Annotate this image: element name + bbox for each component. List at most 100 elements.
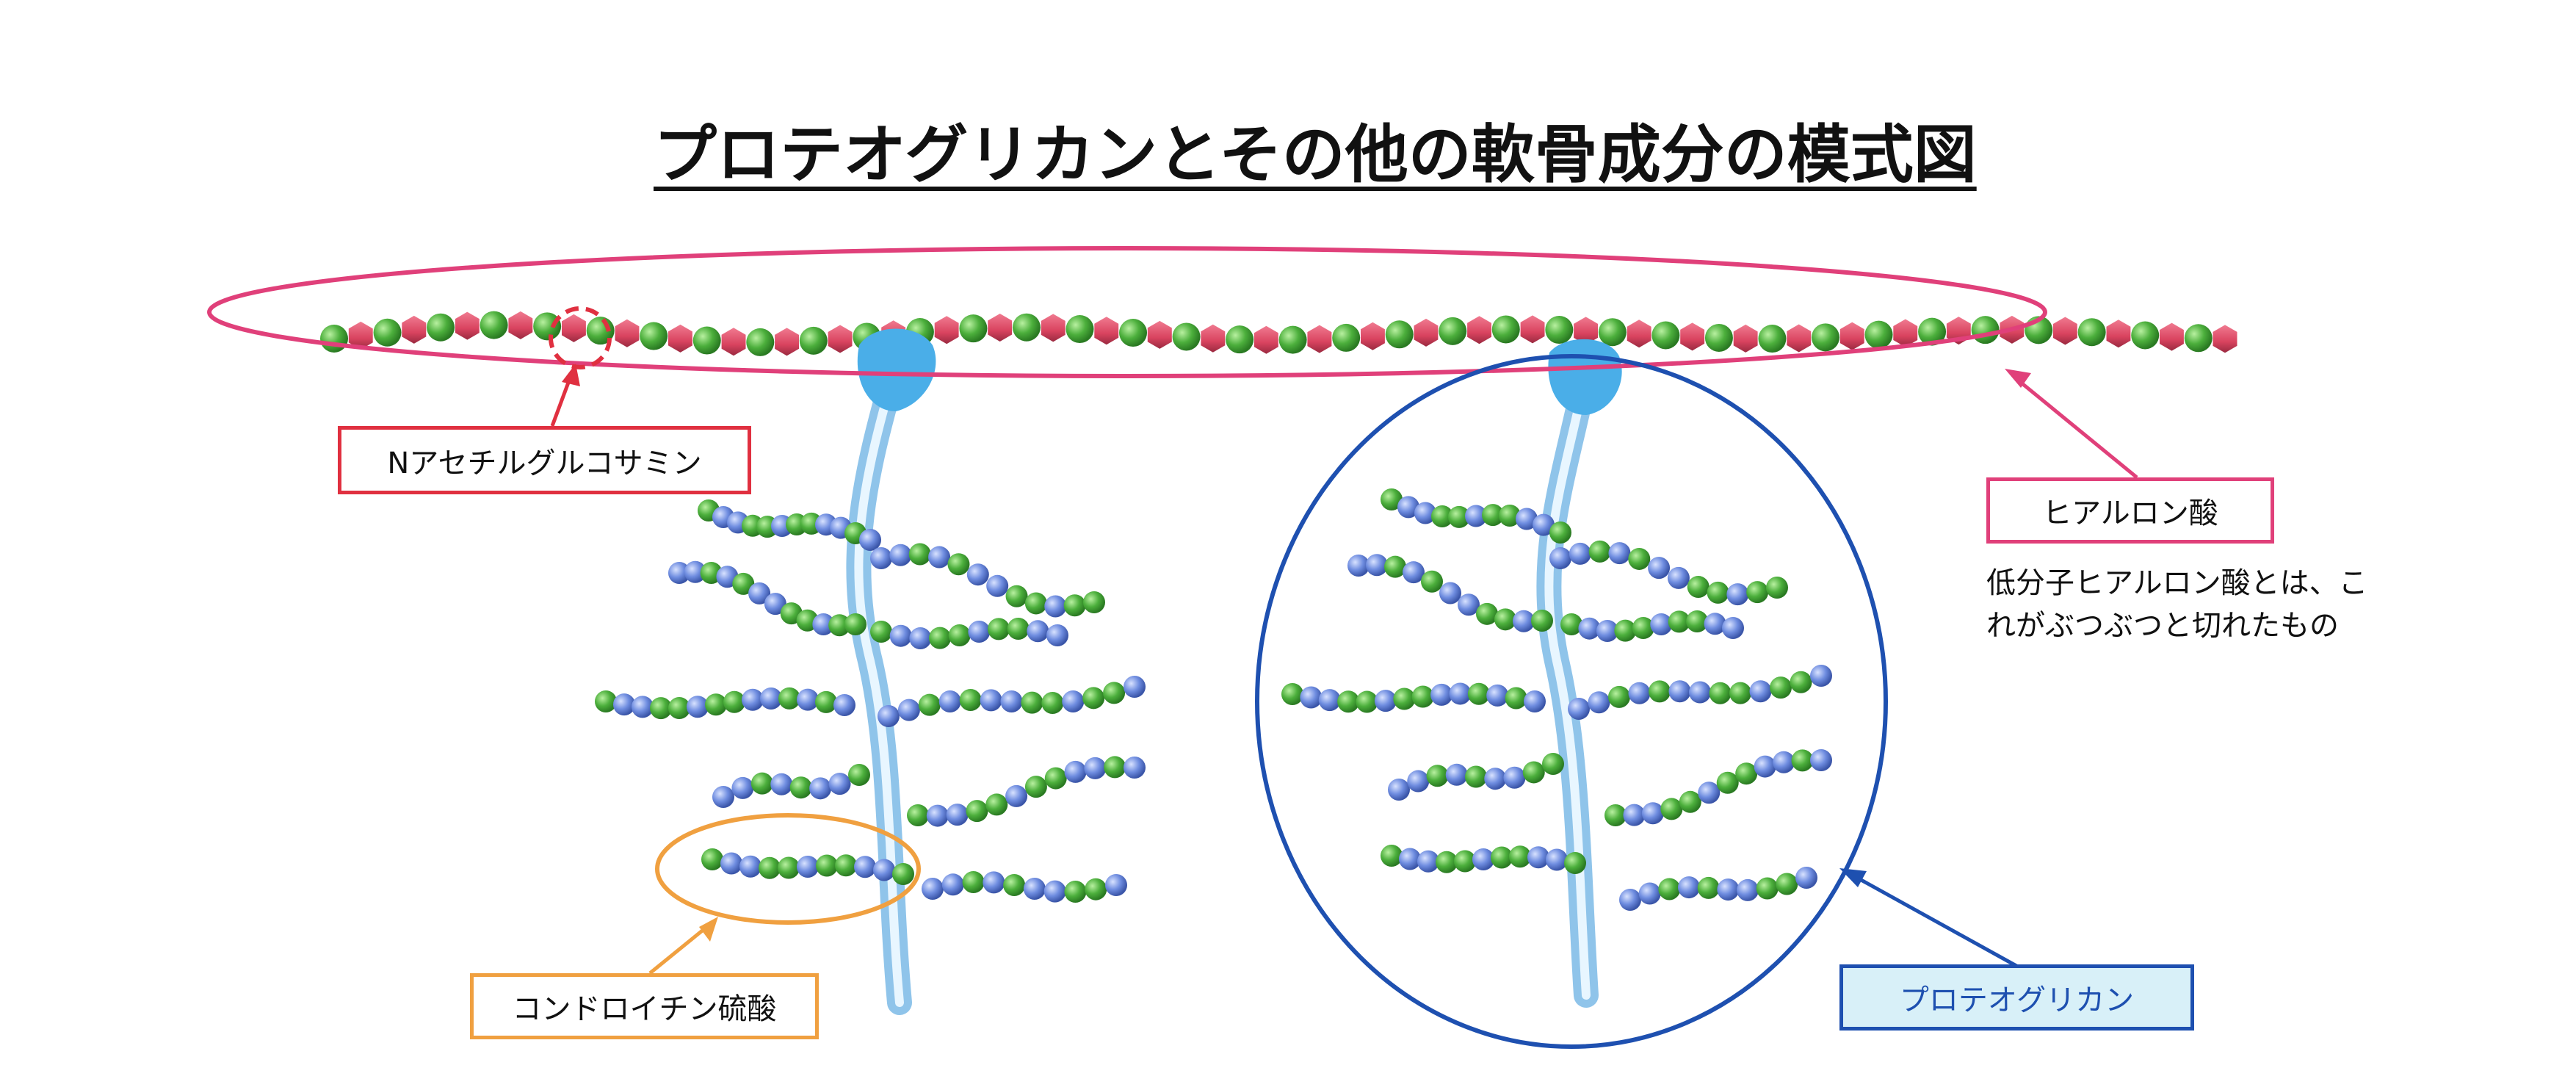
n-acetylglucosamine-unit: [615, 319, 640, 347]
sugar-bead: [1083, 591, 1105, 613]
sulfate-bead: [889, 624, 912, 647]
sugar-bead: [1522, 761, 1545, 784]
glucuronic-acid-bead: [1012, 313, 1041, 342]
sulfate-bead: [1754, 755, 1776, 778]
sulfate-bead: [1374, 690, 1397, 712]
sulfate-bead: [1472, 848, 1494, 870]
n-acetylglucosamine-unit: [988, 314, 1013, 342]
sugar-bead: [1393, 687, 1416, 710]
glucuronic-acid-bead: [427, 313, 455, 342]
sugar-bead: [1454, 850, 1476, 873]
chondroitin-highlight-ellipse: [655, 813, 921, 925]
sugar-bead: [750, 772, 773, 795]
sulfate-bead: [739, 855, 761, 878]
glucuronic-acid-bead: [533, 312, 562, 341]
n-acetylglucosamine-unit: [1253, 325, 1278, 354]
sulfate-bead: [1650, 613, 1673, 636]
sulfate-bead: [1569, 542, 1591, 565]
n-acetylglucosamine-unit: [828, 325, 853, 353]
sulfate-bead: [1027, 620, 1049, 643]
low-mw-hyaluronic-note: 低分子ヒアルロン酸とは、こ れがぶつぶつと切れたもの: [1986, 562, 2368, 647]
n-acetylglucosamine-unit: [2160, 322, 2184, 351]
glucuronic-acid-bead: [480, 311, 508, 339]
glucuronic-acid-bead: [1598, 318, 1627, 347]
glucuronic-acid-bead: [692, 326, 721, 355]
sugar-bead: [1063, 594, 1086, 617]
sulfate-bead: [1524, 690, 1546, 712]
sugar-bead: [595, 690, 617, 712]
sugar-bead: [1604, 804, 1627, 826]
sulfate-bead: [1449, 682, 1472, 705]
sugar-bead: [1384, 555, 1406, 578]
glucuronic-acid-bead: [959, 314, 988, 343]
glucuronic-acid-bead: [320, 325, 348, 353]
n-acetylglucosamine-unit: [1307, 325, 1332, 353]
n-acetylglucosamine-unit: [1839, 322, 1864, 350]
sulfate-bead: [748, 582, 771, 604]
sulfate-bead: [1439, 582, 1461, 604]
sugar-bead: [870, 621, 892, 643]
n-acetylglucosamine-unit: [1787, 324, 1812, 353]
sugar-bead: [1024, 776, 1047, 798]
arrow-to-chondroitin: [648, 917, 718, 975]
sulfate-bead: [1023, 877, 1046, 900]
sulfate-bead: [1578, 617, 1601, 640]
sugar-bead: [1103, 682, 1126, 704]
sugar-bead: [759, 856, 781, 879]
glucuronic-acid-bead: [799, 326, 828, 355]
label-n-acetylglucosamine: Nアセチルグルコサミン: [338, 426, 751, 494]
sulfate-bead: [1005, 784, 1028, 807]
sugar-bead: [1716, 771, 1739, 794]
glucuronic-acid-bead: [1545, 316, 1574, 344]
glucuronic-acid-bead: [1119, 319, 1148, 347]
sugar-bead: [1494, 608, 1516, 631]
sugar-bead: [1649, 680, 1671, 703]
sugar-bead: [947, 553, 970, 576]
sulfate-bead: [1749, 680, 1772, 703]
glucuronic-acid-bead: [2131, 321, 2160, 350]
sulfate-bead: [613, 693, 635, 716]
glucuronic-acid-bead: [746, 328, 775, 356]
sugar-bead: [1064, 880, 1087, 903]
sugar-bead: [1660, 798, 1683, 820]
sulfate-bead: [770, 773, 793, 795]
glucuronic-acid-bead: [1491, 315, 1520, 344]
sugar-bead: [1608, 685, 1630, 708]
label-chondroitin-sulfate: コンドロイチン硫酸: [470, 973, 819, 1039]
sulfate-bead: [1445, 763, 1468, 786]
note-line-1: 低分子ヒアルロン酸とは、こ: [1986, 566, 2368, 600]
sugar-bead: [1790, 671, 1812, 693]
sugar-bead: [1776, 873, 1798, 895]
sulfate-bead: [1641, 802, 1664, 825]
sulfate-bead: [1414, 502, 1436, 524]
label-proteoglycan-text: プロテオグリカン: [1899, 983, 2135, 1017]
sugar-bead: [966, 800, 988, 823]
n-acetylglucosamine-unit: [1361, 322, 1385, 350]
glucuronic-acid-bead: [1918, 317, 1947, 346]
sulfate-bead: [1737, 878, 1759, 901]
sugar-bead: [1687, 576, 1710, 599]
sugar-bead: [1482, 504, 1504, 527]
sulfate-bead: [1105, 874, 1127, 896]
sugar-bead: [1658, 878, 1681, 900]
sugar-bead: [1381, 845, 1403, 867]
sugar-bead: [1431, 505, 1453, 528]
sugar-bead: [1560, 613, 1582, 635]
sugar-bead: [1756, 877, 1779, 900]
sulfate-bead: [1568, 698, 1590, 720]
sugar-bead: [1668, 610, 1690, 633]
hyaluronan-highlight-ellipse: [207, 246, 2047, 378]
n-acetylglucosamine-unit: [348, 321, 373, 350]
sulfate-bead: [1549, 547, 1571, 569]
sugar-bead: [705, 693, 727, 716]
sulfate-bead: [1064, 760, 1087, 783]
sulfate-bead: [1366, 554, 1388, 577]
sulfate-bead: [809, 777, 832, 800]
sulfate-bead: [1698, 782, 1721, 804]
sulfate-bead: [897, 699, 920, 721]
sulfate-bead: [742, 688, 764, 711]
n-acetylglucosamine-unit: [775, 328, 799, 356]
sulfate-bead: [909, 627, 932, 649]
sulfate-bead: [1318, 689, 1341, 712]
sulfate-bead: [1726, 583, 1749, 606]
